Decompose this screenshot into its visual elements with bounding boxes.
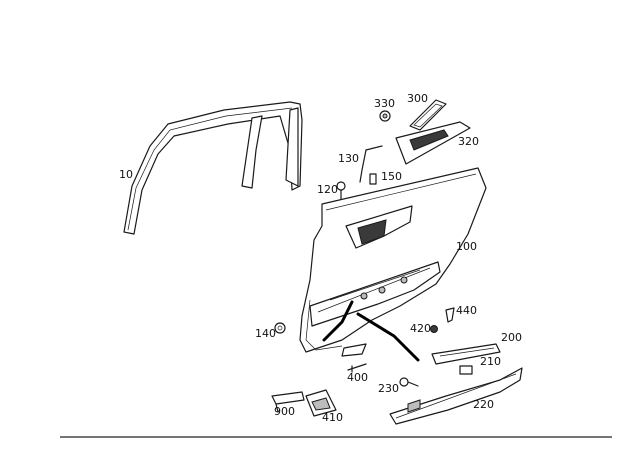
part-410-holder [305, 389, 337, 417]
part-440-clip [445, 307, 455, 323]
callout-labels: 10 100 120 130 140 150 200 210 220 230 3… [119, 92, 522, 424]
callout-100: 100 [456, 240, 477, 253]
callout-400: 400 [347, 371, 368, 384]
callout-320: 320 [458, 135, 479, 148]
callout-300: 300 [407, 92, 428, 105]
callout-120: 120 [317, 183, 338, 196]
callout-200: 200 [501, 331, 522, 344]
callout-440: 440 [456, 304, 477, 317]
part-150-clip [369, 173, 377, 185]
part-900-cable [271, 391, 305, 413]
callout-10: 10 [119, 168, 133, 181]
part-400-bracket [347, 363, 367, 373]
leader-lines [322, 300, 420, 362]
callout-140: 140 [255, 327, 276, 340]
callout-420: 420 [410, 322, 431, 335]
callout-210: 210 [480, 355, 501, 368]
callout-230: 230 [378, 382, 399, 395]
part-300-bezel [409, 99, 447, 131]
callout-150: 150 [381, 170, 402, 183]
part-210-switch [459, 365, 473, 375]
part-200-grip [431, 343, 501, 365]
part-420-plug [430, 325, 438, 333]
part-220-strip [389, 367, 523, 425]
part-230-screw [399, 377, 419, 387]
callout-410: 410 [322, 411, 343, 424]
callout-130: 130 [338, 152, 359, 165]
part-100-door-panel [299, 167, 487, 357]
callout-220: 220 [473, 398, 494, 411]
callout-330: 330 [374, 97, 395, 110]
part-120-screw [336, 181, 346, 201]
part-330-clip [379, 110, 391, 122]
part-10-window-seal [123, 101, 303, 235]
part-140-grommet [274, 322, 286, 334]
part-130-rod [359, 145, 383, 183]
part-320-panel-insert [395, 121, 471, 165]
callout-900: 900 [274, 405, 295, 418]
